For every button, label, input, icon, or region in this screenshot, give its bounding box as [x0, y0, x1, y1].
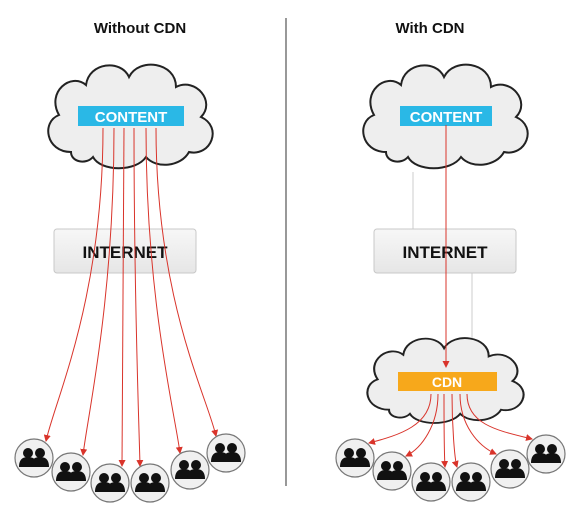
user-group-icon: [170, 450, 210, 490]
internet-label-left: INTERNET: [83, 243, 169, 262]
user-group-icon: [372, 451, 412, 491]
request-arrows-right: [368, 393, 533, 468]
internet-box-left: INTERNET: [53, 228, 197, 274]
request-arrow: [145, 127, 183, 454]
internet-label-right: INTERNET: [403, 243, 489, 262]
edge-arrow: [441, 393, 449, 468]
edge-arrow: [368, 393, 432, 445]
users-right: [335, 434, 566, 502]
edge-arrow: [466, 393, 533, 441]
content-cloud-right: CONTENT: [362, 63, 529, 170]
request-arrow: [80, 127, 115, 456]
request-arrow: [43, 127, 104, 442]
content-label-left: CONTENT: [95, 109, 168, 126]
edge-arrow: [459, 393, 497, 455]
user-group-icon: [130, 463, 170, 503]
edge-arrow: [405, 393, 439, 457]
user-group-icon: [206, 433, 246, 473]
user-group-icon: [526, 434, 566, 474]
user-group-icon: [490, 449, 530, 489]
content-badge-left: [78, 106, 184, 126]
heading-without-cdn: Without CDN: [93, 20, 187, 37]
heading-with-cdn: With CDN: [395, 20, 465, 37]
user-group-icon: [90, 463, 130, 503]
content-cloud-left: CONTENT: [47, 63, 214, 170]
user-group-icon: [51, 452, 91, 492]
content-label-right: CONTENT: [410, 109, 483, 126]
users-left: [14, 433, 246, 503]
request-arrows-left: [43, 127, 219, 467]
user-group-icon: [335, 438, 375, 478]
internet-box-right: INTERNET: [373, 228, 517, 274]
content-badge-right: [400, 106, 492, 126]
left-panel: CONTENT INTERNET: [14, 63, 246, 503]
cdn-badge: [398, 372, 497, 391]
right-panel: CONTENT INTERNET CDN: [335, 63, 566, 502]
user-group-icon: [14, 438, 54, 478]
request-arrow: [118, 127, 126, 467]
user-group-icon: [451, 462, 491, 502]
edge-arrow: [451, 393, 459, 468]
request-arrow: [155, 127, 219, 437]
cdn-label: CDN: [432, 374, 462, 390]
user-group-icon: [411, 462, 451, 502]
request-arrow: [133, 127, 144, 467]
